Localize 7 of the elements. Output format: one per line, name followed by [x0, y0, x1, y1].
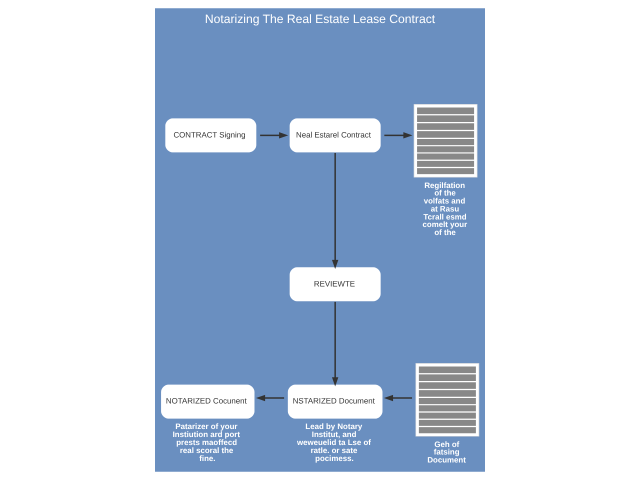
diagram-title: Notarizing The Real Estate Lease Contract [204, 12, 436, 26]
arrow [260, 132, 288, 139]
arrow [384, 394, 412, 402]
arrow [256, 394, 284, 402]
arrow [384, 132, 412, 139]
arrow [332, 302, 338, 386]
arrow [332, 152, 338, 269]
